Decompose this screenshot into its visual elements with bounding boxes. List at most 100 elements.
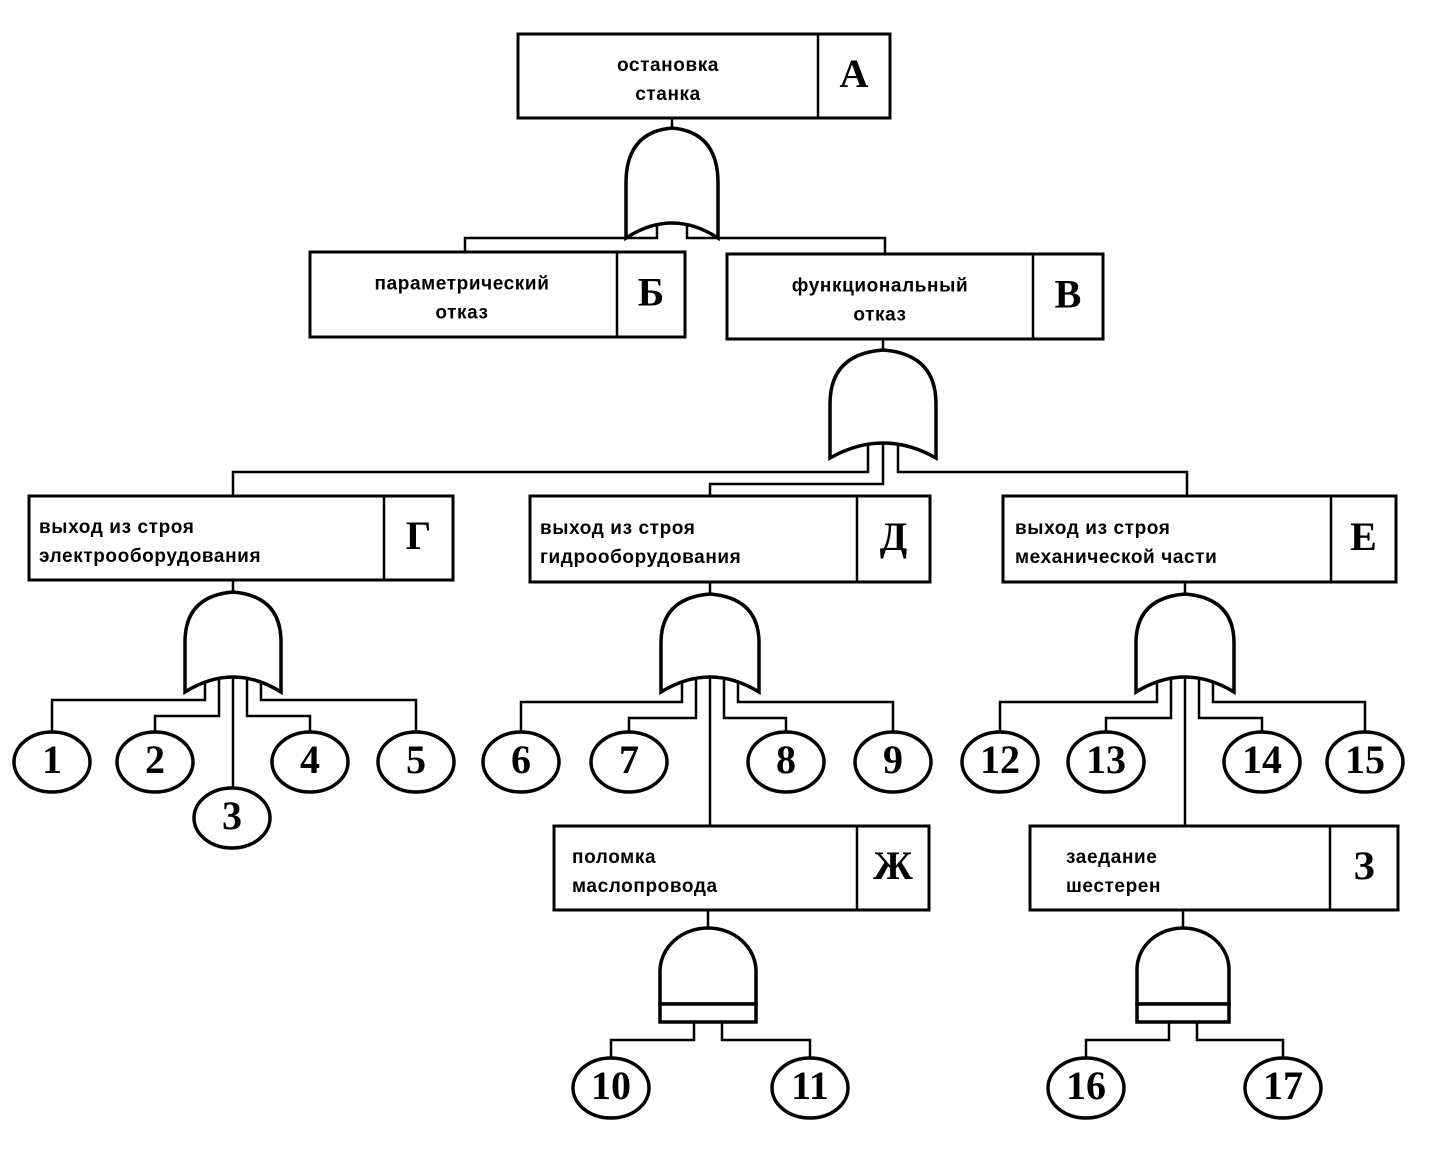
wire-D-to-6: [519, 680, 684, 732]
wire-E-to-12: [998, 680, 1159, 732]
basic-event-number: 7: [619, 737, 639, 782]
wire-E-to-15: [1211, 680, 1367, 732]
basic-event-circle: [12, 730, 92, 794]
or-gate-A: [624, 126, 720, 242]
wire-A-to-V: [685, 220, 887, 254]
basic-event-circle: [376, 730, 456, 794]
wire-Z-to-16: [1084, 1022, 1171, 1058]
and-gate-Zh: [658, 926, 758, 1024]
wire-Z-to-17: [1195, 1022, 1285, 1058]
wire-G-to-1: [50, 680, 207, 732]
event-box-frame: [725, 252, 1105, 341]
basic-event-number: 2: [145, 737, 165, 782]
basic-event-14: 14: [1222, 730, 1302, 794]
event-box-frame: [528, 494, 932, 584]
logic-gates: [183, 126, 1236, 1024]
basic-event-7: 7: [589, 730, 669, 794]
basic-event-number: 16: [1066, 1063, 1106, 1108]
wire-E-to-13: [1104, 680, 1173, 732]
basic-event-number: 6: [511, 737, 531, 782]
event-label-line: маслопровода: [572, 876, 718, 897]
wire-A-to-B: [463, 220, 659, 252]
basic-event-17: 17: [1243, 1056, 1323, 1120]
basic-event-circle: [1243, 1056, 1323, 1120]
basic-event-circle: [571, 1056, 651, 1120]
wire-Zh-to-10: [609, 1022, 696, 1058]
basic-event-circle: [270, 730, 350, 794]
or-gate-shape: [1134, 592, 1236, 696]
basic-event-11: 11: [770, 1056, 850, 1120]
basic-event-8: 8: [746, 730, 826, 794]
or-gate-V: [828, 348, 938, 461]
basic-event-circle: [1046, 1056, 1126, 1120]
wire-V-to-D: [708, 440, 885, 496]
and-gate-shape: [1135, 926, 1231, 1006]
wire-V-to-E: [896, 440, 1189, 496]
basic-event-number: 3: [222, 793, 242, 838]
basic-event-number: 8: [776, 737, 796, 782]
event-box-frame: [516, 32, 892, 120]
event-code: В: [1055, 272, 1082, 317]
basic-event-number: 9: [883, 737, 903, 782]
event-code: Ж: [873, 843, 913, 888]
event-label-line: гидрооборудования: [540, 547, 741, 568]
event-label-line: станка: [635, 84, 701, 105]
basic-event-number: 14: [1242, 737, 1282, 782]
basic-event-3: 3: [192, 786, 272, 850]
basic-event-number: 1: [42, 737, 62, 782]
event-label-line: поломка: [572, 847, 656, 868]
event-box-frame: [1028, 824, 1400, 912]
or-gate-D: [659, 592, 761, 696]
basic-event-circle: [770, 1056, 850, 1120]
and-gate-Z: [1135, 926, 1231, 1024]
basic-event-12: 12: [960, 730, 1040, 794]
event-box-Zh: поломка маслопровода Ж: [552, 824, 931, 912]
event-code: Г: [406, 513, 431, 558]
event-box-frame: [27, 494, 455, 582]
event-label-line: электрооборудования: [39, 546, 261, 567]
event-label-line: отказ: [853, 305, 906, 326]
basic-event-circle: [1066, 730, 1146, 794]
basic-event-15: 15: [1325, 730, 1405, 794]
event-label-line: механической части: [1015, 547, 1217, 568]
event-label-line: выход из строя: [1015, 518, 1170, 539]
basic-event-10: 10: [571, 1056, 651, 1120]
wire-G-to-2: [153, 680, 221, 732]
wire-Zh-to-11: [720, 1022, 812, 1058]
basic-event-1: 1: [12, 730, 92, 794]
basic-event-circle: [853, 730, 933, 794]
event-label-line: заедание: [1066, 847, 1157, 868]
basic-event-2: 2: [115, 730, 195, 794]
basic-event-16: 16: [1046, 1056, 1126, 1120]
basic-event-number: 10: [591, 1063, 631, 1108]
basic-event-6: 6: [481, 730, 561, 794]
basic-event-number: 15: [1345, 737, 1385, 782]
wire-D-to-9: [736, 680, 895, 732]
basic-event-number: 12: [980, 737, 1020, 782]
basic-event-5: 5: [376, 730, 456, 794]
and-gate-shape: [658, 926, 758, 1006]
or-gate-shape: [183, 590, 283, 696]
basic-event-13: 13: [1066, 730, 1146, 794]
event-label-line: отказ: [435, 303, 488, 324]
or-gate-shape: [659, 592, 761, 696]
or-gate-E: [1134, 592, 1236, 696]
event-box-frame: [308, 250, 687, 339]
basic-event-number: 17: [1263, 1063, 1303, 1108]
wire-G-to-5: [259, 680, 418, 732]
event-code: З: [1353, 843, 1374, 888]
event-code: Б: [638, 270, 664, 315]
event-box-frame: [552, 824, 931, 912]
or-gate-shape: [624, 126, 720, 242]
basic-event-9: 9: [853, 730, 933, 794]
basic-event-circle: [192, 786, 272, 850]
basic-event-number: 4: [300, 737, 320, 782]
event-label-line: параметрический: [375, 274, 550, 295]
basic-event-circle: [589, 730, 669, 794]
basic-event-circle: [1325, 730, 1405, 794]
